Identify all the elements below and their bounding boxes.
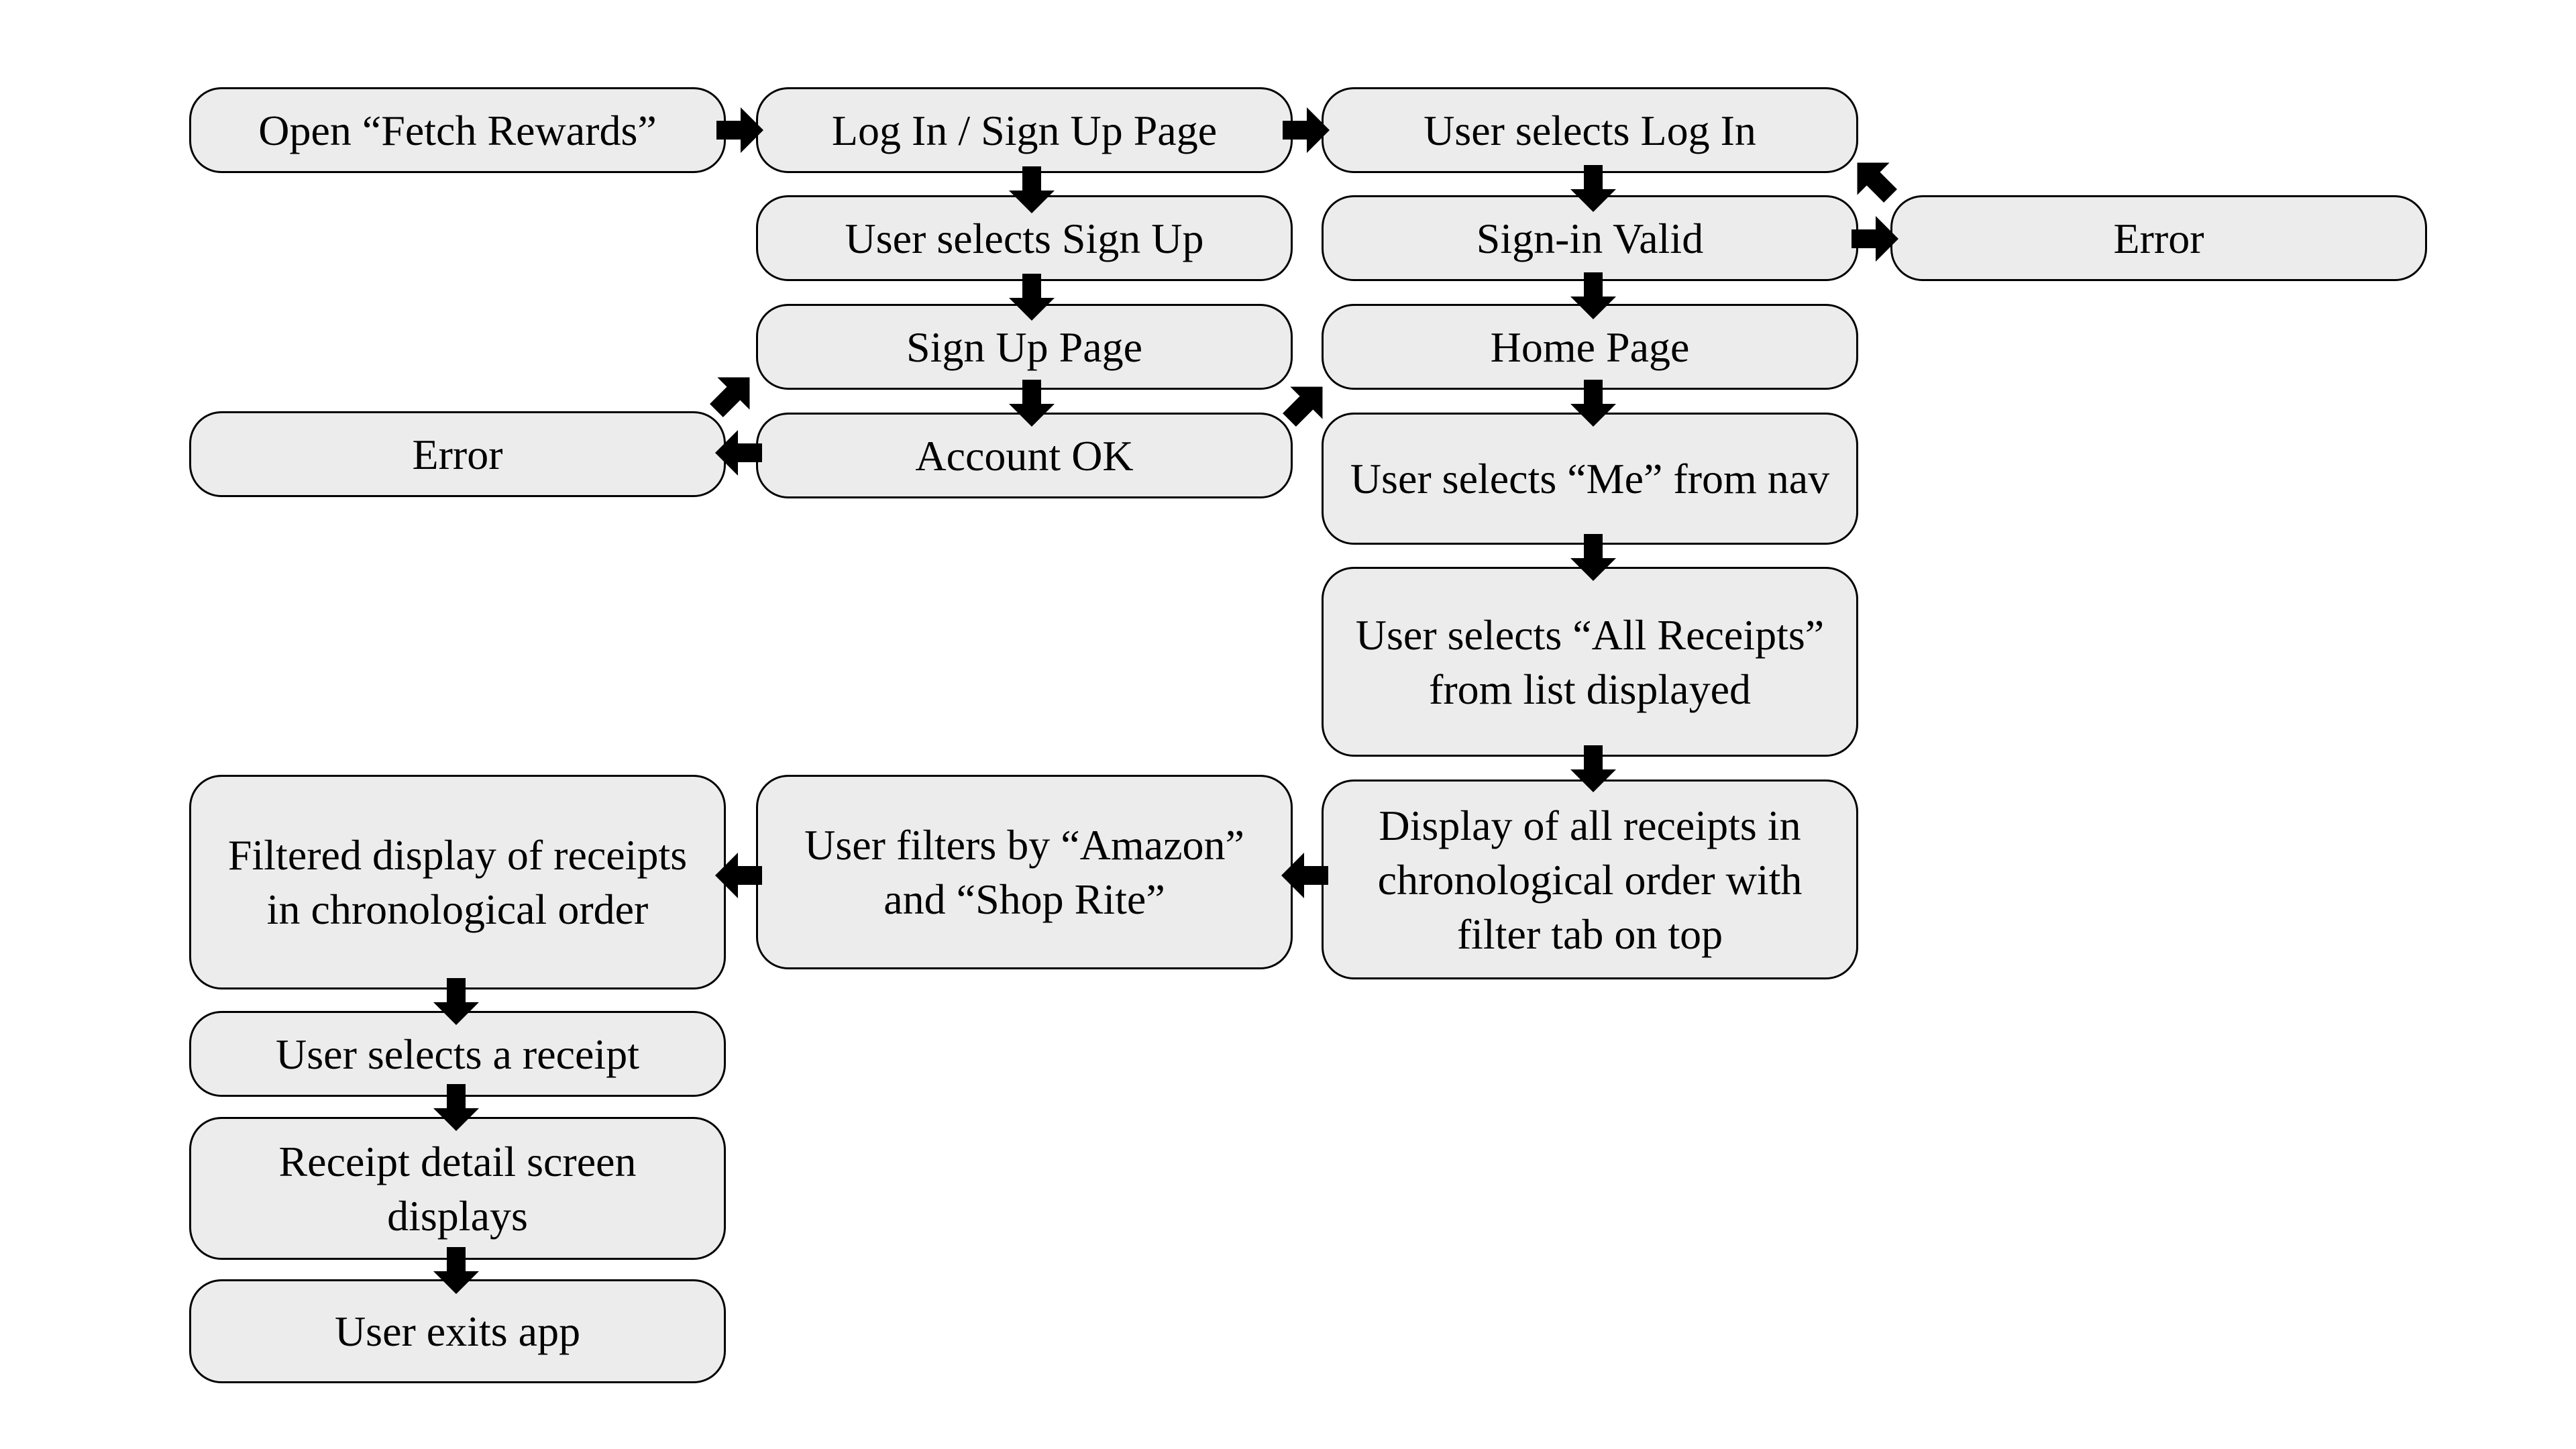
- node-label: Error: [2113, 214, 2204, 262]
- node-label: Sign-in Valid: [1476, 214, 1704, 262]
- node-label: User selects “Me” from nav: [1350, 455, 1830, 502]
- node-login-signup-page: Log In / Sign Up Page: [756, 87, 1293, 173]
- node-label: Display of all receipts in chronological…: [1377, 801, 1803, 958]
- node-signin-valid: Sign-in Valid: [1322, 195, 1858, 281]
- node-user-filters: User filters by “Amazon” and “Shop Rite”: [756, 775, 1293, 969]
- node-error-signin: Error: [1890, 195, 2427, 281]
- node-receipt-detail: Receipt detail screen displays: [189, 1117, 726, 1260]
- node-open-app: Open “Fetch Rewards”: [189, 87, 726, 173]
- node-user-selects-login: User selects Log In: [1322, 87, 1858, 173]
- node-user-selects-receipt: User selects a receipt: [189, 1011, 726, 1097]
- node-label: Home Page: [1490, 323, 1690, 371]
- node-label: User exits app: [334, 1307, 581, 1355]
- node-label: Sign Up Page: [906, 323, 1142, 371]
- node-label: User selects Sign Up: [845, 214, 1204, 262]
- node-user-selects-all-receipts: User selects “All Receipts” from list di…: [1322, 567, 1858, 757]
- node-label: User selects Log In: [1424, 106, 1756, 154]
- node-label: Receipt detail screen displays: [278, 1137, 637, 1240]
- node-label: User filters by “Amazon” and “Shop Rite”: [804, 821, 1244, 923]
- node-display-all-receipts: Display of all receipts in chronological…: [1322, 780, 1858, 979]
- node-signup-page: Sign Up Page: [756, 304, 1293, 390]
- node-user-selects-me: User selects “Me” from nav: [1322, 413, 1858, 545]
- node-label: Account OK: [915, 431, 1134, 480]
- node-home-page: Home Page: [1322, 304, 1858, 390]
- node-user-exits: User exits app: [189, 1279, 726, 1383]
- node-label: User selects a receipt: [276, 1030, 639, 1078]
- node-filtered-display: Filtered display of receipts in chronolo…: [189, 775, 726, 989]
- node-user-selects-signup: User selects Sign Up: [756, 195, 1293, 281]
- node-label: Log In / Sign Up Page: [831, 106, 1218, 154]
- node-label: Error: [412, 430, 503, 478]
- node-error-signup: Error: [189, 411, 726, 497]
- node-label: Filtered display of receipts in chronolo…: [227, 831, 688, 933]
- node-account-ok: Account OK: [756, 413, 1293, 498]
- node-label: User selects “All Receipts” from list di…: [1355, 610, 1825, 713]
- node-label: Open “Fetch Rewards”: [258, 106, 657, 154]
